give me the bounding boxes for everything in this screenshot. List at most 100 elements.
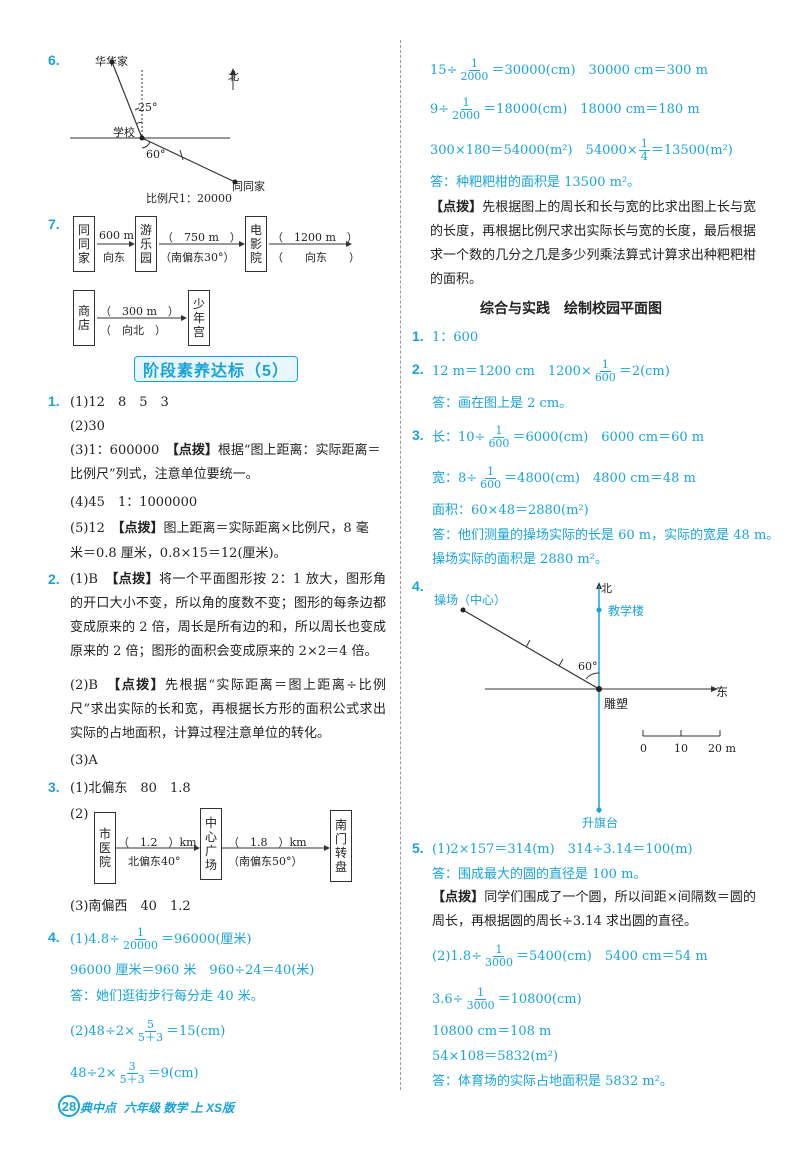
q3-arrows xyxy=(116,845,330,851)
section-title-practice: 综合与实践 绘制校园平面图 xyxy=(480,300,662,316)
q3-box-square: 中心广场 xyxy=(200,808,222,880)
tip-label: 【点拨】 xyxy=(172,443,218,458)
q7-arrow4-top: （ 300 m ） xyxy=(100,305,179,318)
q6-diagram xyxy=(70,59,238,185)
rq4-scale-0: 0 xyxy=(640,742,647,755)
rq3-number: 3. xyxy=(412,427,424,443)
tip-label: 【点拨】 xyxy=(430,200,483,215)
rq1-number: 1. xyxy=(412,328,424,344)
q3-line1: (1)北偏东 80 1.8 xyxy=(70,781,191,796)
q2-para1: (1)B 【点拨】将一个平面图形按 2：1 放大，图形角的开口大小不变，所以角的… xyxy=(70,572,386,659)
rq4-statue: 雕塑 xyxy=(604,697,629,711)
rq3-line3: 面积：60×48＝2880(m²) xyxy=(432,503,589,518)
q6-angle60-label: 60° xyxy=(146,148,166,161)
q7-box-park: 游乐园 xyxy=(135,216,157,272)
q7-arrow3-top: （ 1200 m ） xyxy=(272,231,358,244)
q7-arrow1-top: 600 m xyxy=(99,229,134,242)
q6-north-label: 北 xyxy=(228,70,239,83)
q7-box-tongtong: 同同家 xyxy=(73,216,95,272)
rq4-north: 北 xyxy=(601,582,612,595)
rq5-line6: 54×108＝5832(m²) xyxy=(432,1049,559,1064)
rq4-east: 东 xyxy=(716,685,729,699)
q1-line4: (4)45 1：1000000 xyxy=(70,495,198,510)
q6-tongtong-label: 同同家 xyxy=(232,180,265,193)
q3-number: 3. xyxy=(48,779,60,795)
q7-box-shop: 商店 xyxy=(73,290,95,346)
rq4-map xyxy=(460,582,721,813)
q6-scale-label: 比例尺1：20000 xyxy=(146,192,232,205)
tip-label: 【点拨】 xyxy=(117,521,164,536)
q1-number: 1. xyxy=(48,393,60,409)
rq4-angle: 60° xyxy=(578,660,598,673)
q3-arrow2-top: （ 1.8 ）km xyxy=(228,836,307,849)
q7-number: 7. xyxy=(48,216,60,232)
section-title-stage5: 阶段素养达标（5） xyxy=(134,356,298,382)
q1-line3: (3)1：600000 【点拨】根据“图上距离：实际距离＝ xyxy=(70,443,381,458)
q7-arrow3-bottom: （ 向东 ） xyxy=(272,251,360,264)
tip-label: 【点拨】 xyxy=(113,678,166,693)
column-divider xyxy=(400,40,401,1090)
rq4-scale-20: 20 m xyxy=(708,742,736,755)
rq4-scale-10: 10 xyxy=(674,742,688,755)
rq3-line5: 操场实际的面积是 2880 m²。 xyxy=(432,552,608,567)
q6-school-label: 学校 xyxy=(113,126,135,139)
q2-number: 2. xyxy=(48,571,60,587)
rq4-flag: 升旗台 xyxy=(582,816,619,830)
tip-label: 【点拨】 xyxy=(111,572,160,587)
grade-label: 六年级 数学 上 XS版 xyxy=(124,1100,235,1115)
tip-label: 【点拨】 xyxy=(432,890,485,905)
q3-arrow1-bottom: 北偏东40° xyxy=(128,855,181,868)
q1-line2: (2)30 xyxy=(70,419,105,434)
q3-arrow2-bottom: （南偏东50°） xyxy=(228,855,303,868)
q7-arrow4-bottom: （ 向北 ） xyxy=(100,324,166,337)
rq4-building: 教学楼 xyxy=(608,604,645,618)
q4-line2: 96000 厘米＝960 米 960÷24＝40(米) xyxy=(70,963,315,978)
q3-box-hospital: 市医院 xyxy=(94,812,116,884)
q6-huahua-label: 华华家 xyxy=(95,55,128,68)
rq4-number: 4. xyxy=(412,578,424,594)
q7-arrow2-top: （ 750 m ） xyxy=(162,231,241,244)
footer-brand-bar: 典中点 六年级 数学 上 XS版 xyxy=(80,1098,270,1116)
rq5-number: 5. xyxy=(412,840,424,856)
q1-line1: (1)12 8 5 3 xyxy=(70,395,169,410)
q6-angle25-label: 25° xyxy=(138,101,158,114)
q1-line5: (5)12 【点拨】图上距离＝实际距离×比例尺，8 毫 xyxy=(70,521,369,536)
q4-line3: 答：她们逛街步行每分走 40 米。 xyxy=(70,989,264,1004)
page-number: 28 xyxy=(58,1095,80,1117)
r-top-tip: 【点拨】先根据图上的周长和长与宽的比求出图上长与宽的长度，再根据比例尺求出实际长… xyxy=(430,200,756,287)
rq5-line7: 答：体育场的实际占地面积是 5832 m²。 xyxy=(432,1074,673,1089)
q3-line2: (2) xyxy=(70,807,89,822)
q2-line3: (3)A xyxy=(70,753,98,768)
rq5-line1: (1)2×157＝314(m) 314÷3.14＝100(m) xyxy=(432,842,693,857)
q2-para2: (2)B 【点拨】先根据“实际距离＝图上距离÷比例尺”求出实际的长和宽，再根据长… xyxy=(70,678,386,741)
q4-number: 4. xyxy=(48,929,60,945)
r-top-answer: 答：种粑粑柑的面积是 13500 m²。 xyxy=(430,175,641,190)
q7-arrow1-bottom: 向东 xyxy=(103,251,125,264)
rq5-tip: 【点拨】同学们围成了一个圆，所以间距×间隔数＝圆的周长，再根据圆的周长÷3.14… xyxy=(432,890,756,929)
rq5-line5: 10800 cm＝108 m xyxy=(432,1024,552,1039)
q7-arrows xyxy=(97,241,352,321)
q3-box-gate: 南门转盘 xyxy=(330,810,352,882)
rq3-line4: 答：他们测量的操场实际的长是 60 m，实际的宽是 48 m。 xyxy=(432,528,780,543)
q7-arrow2-bottom: （南偏东30°） xyxy=(160,251,235,264)
brand-logo: 典中点 xyxy=(80,1100,117,1115)
q3-line3: (3)南偏西 40 1.2 xyxy=(70,899,191,914)
rq4-playground: 操场（中心） xyxy=(434,593,507,607)
rq5-line2: 答：围成最大的圆的直径是 100 m。 xyxy=(432,867,647,882)
rq2-line2: 答：画在图上是 2 cm。 xyxy=(432,396,573,411)
q1-line5-cont: 米＝0.8 厘米，0.8×15＝12(厘米)。 xyxy=(70,546,287,561)
rq2-number: 2. xyxy=(412,361,424,377)
q3-arrow1-top: （ 1.2 ）km xyxy=(118,836,197,849)
q7-box-youth: 少年宫 xyxy=(188,290,210,346)
